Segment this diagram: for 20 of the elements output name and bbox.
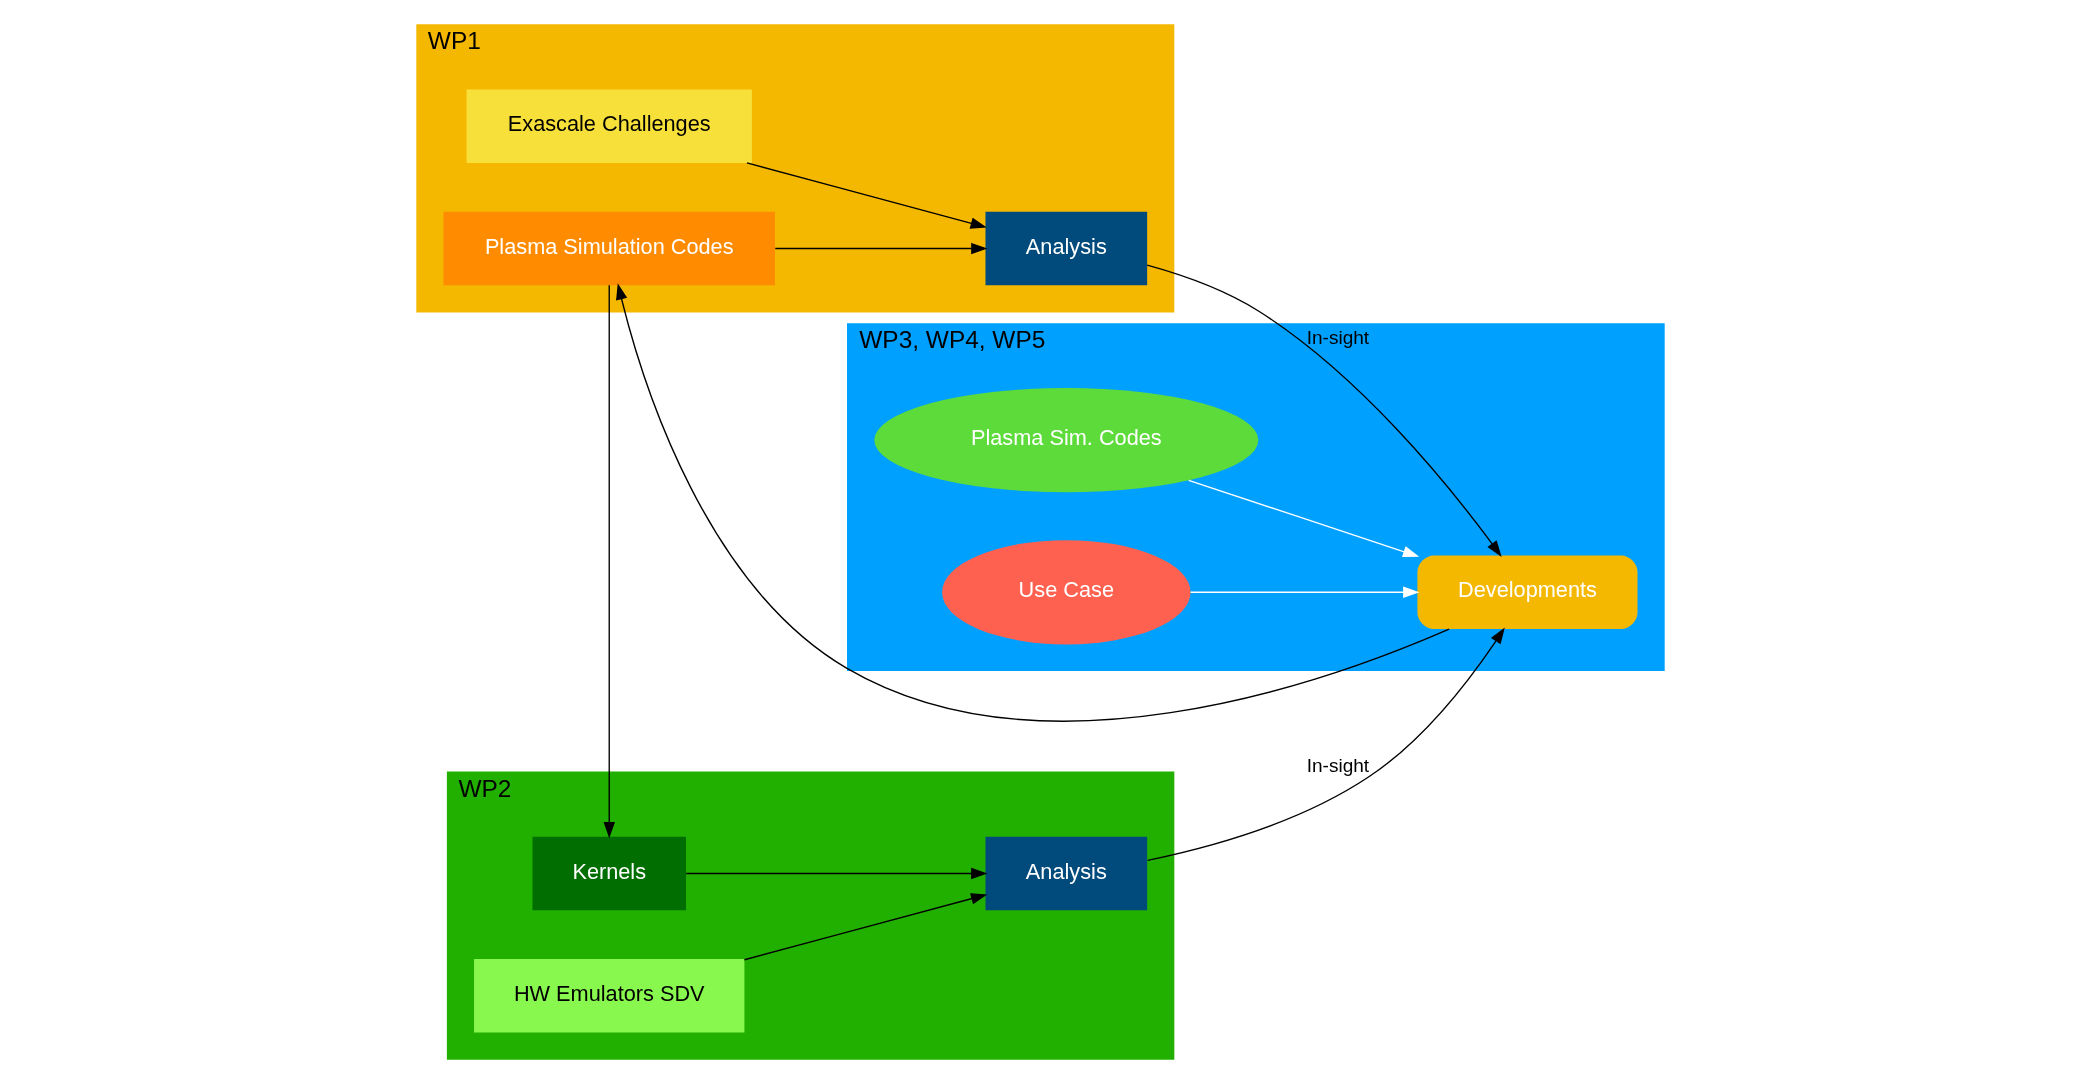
arrow xyxy=(615,283,1450,722)
edge-label: In-sight xyxy=(1306,326,1369,348)
node-box: Exascale Challenges xyxy=(466,89,752,163)
arrow xyxy=(1187,479,1419,558)
arrow xyxy=(1146,264,1502,557)
arrow xyxy=(1189,586,1419,598)
node-box: Analysis xyxy=(984,211,1147,286)
arrow xyxy=(603,284,615,839)
edge-label: In-sight xyxy=(1306,754,1369,776)
arrow xyxy=(743,893,987,961)
node-box: Developments xyxy=(1416,555,1637,629)
arrow xyxy=(745,162,987,229)
node-ellipse: Use Case xyxy=(941,540,1191,645)
arrow xyxy=(684,867,987,880)
arrow xyxy=(774,242,987,255)
node-box: Plasma Simulation Codes xyxy=(443,211,775,286)
node-ellipse: Plasma Sim. Codes xyxy=(873,387,1258,493)
node-box: Kernels xyxy=(531,836,686,911)
node-box: Analysis xyxy=(984,836,1147,911)
node-box: HW Emulators SDV xyxy=(473,959,744,1033)
